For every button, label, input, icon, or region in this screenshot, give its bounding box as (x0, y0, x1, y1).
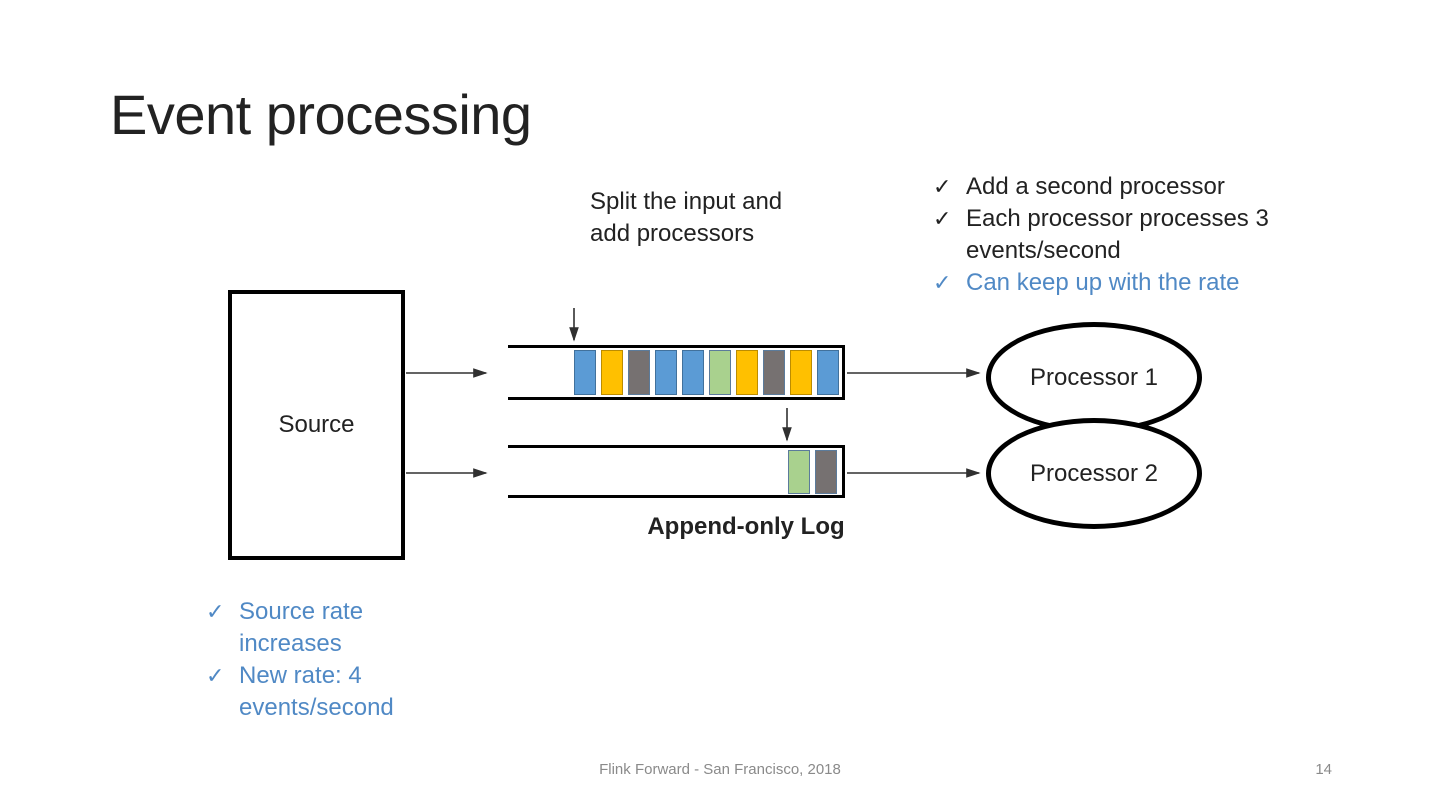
checklist-bottom: ✓ Source rate increases ✓ New rate: 4 event… (206, 596, 421, 724)
log2-bars (788, 450, 837, 494)
append-log-2 (508, 445, 845, 498)
footer-text: Flink Forward - San Francisco, 2018 (599, 761, 841, 778)
check-icon: ✓ (933, 174, 952, 199)
blue-event-bar (574, 350, 596, 395)
log1-bars (574, 350, 839, 395)
green-event-bar (788, 450, 810, 494)
checklist-item-text: Add a second processor (966, 173, 1225, 200)
gray-event-bar (815, 450, 837, 494)
split-input-annotation: Split the input and add processors (590, 188, 783, 247)
processor-2-ellipse: Processor 2 (986, 418, 1202, 529)
blue-event-bar (655, 350, 677, 395)
check-icon: ✓ (933, 206, 952, 231)
gray-event-bar (628, 350, 650, 395)
yellow-event-bar (736, 350, 758, 395)
checklist-item-text: New rate: 4 events/second (239, 662, 394, 721)
checklist-item-text: Source rate increases (239, 598, 364, 657)
check-icon: ✓ (933, 270, 952, 295)
checklist-item: ✓ Can keep up with the rate (933, 267, 1313, 299)
yellow-event-bar (790, 350, 812, 395)
source-label: Source (278, 411, 355, 438)
check-icon: ✓ (206, 663, 225, 688)
processor-2-label: Processor 2 (1029, 459, 1159, 487)
append-log-1 (508, 345, 845, 400)
check-icon: ✓ (206, 599, 225, 624)
checklist-item-text: Each processor processes 3 events/second (966, 205, 1269, 264)
processor-1-ellipse: Processor 1 (986, 322, 1202, 433)
slide-title: Event processing (110, 83, 532, 146)
checklist-item: ✓ Source rate increases (206, 596, 421, 660)
source-box: Source (228, 290, 405, 560)
green-event-bar (709, 350, 731, 395)
gray-event-bar (763, 350, 785, 395)
page-number: 14 (1315, 761, 1332, 778)
checklist-item: ✓ Add a second processor (933, 171, 1313, 203)
yellow-event-bar (601, 350, 623, 395)
blue-event-bar (817, 350, 839, 395)
blue-event-bar (682, 350, 704, 395)
checklist-top: ✓ Add a second processor ✓ Each processor p… (933, 171, 1313, 299)
checklist-item-text: Can keep up with the rate (966, 269, 1240, 296)
append-only-log-label: Append-only Log (647, 513, 845, 540)
checklist-item: ✓ Each processor processes 3 events/secon… (933, 203, 1313, 267)
processor-1-label: Processor 1 (1029, 363, 1159, 391)
checklist-item: ✓ New rate: 4 events/second (206, 660, 421, 724)
